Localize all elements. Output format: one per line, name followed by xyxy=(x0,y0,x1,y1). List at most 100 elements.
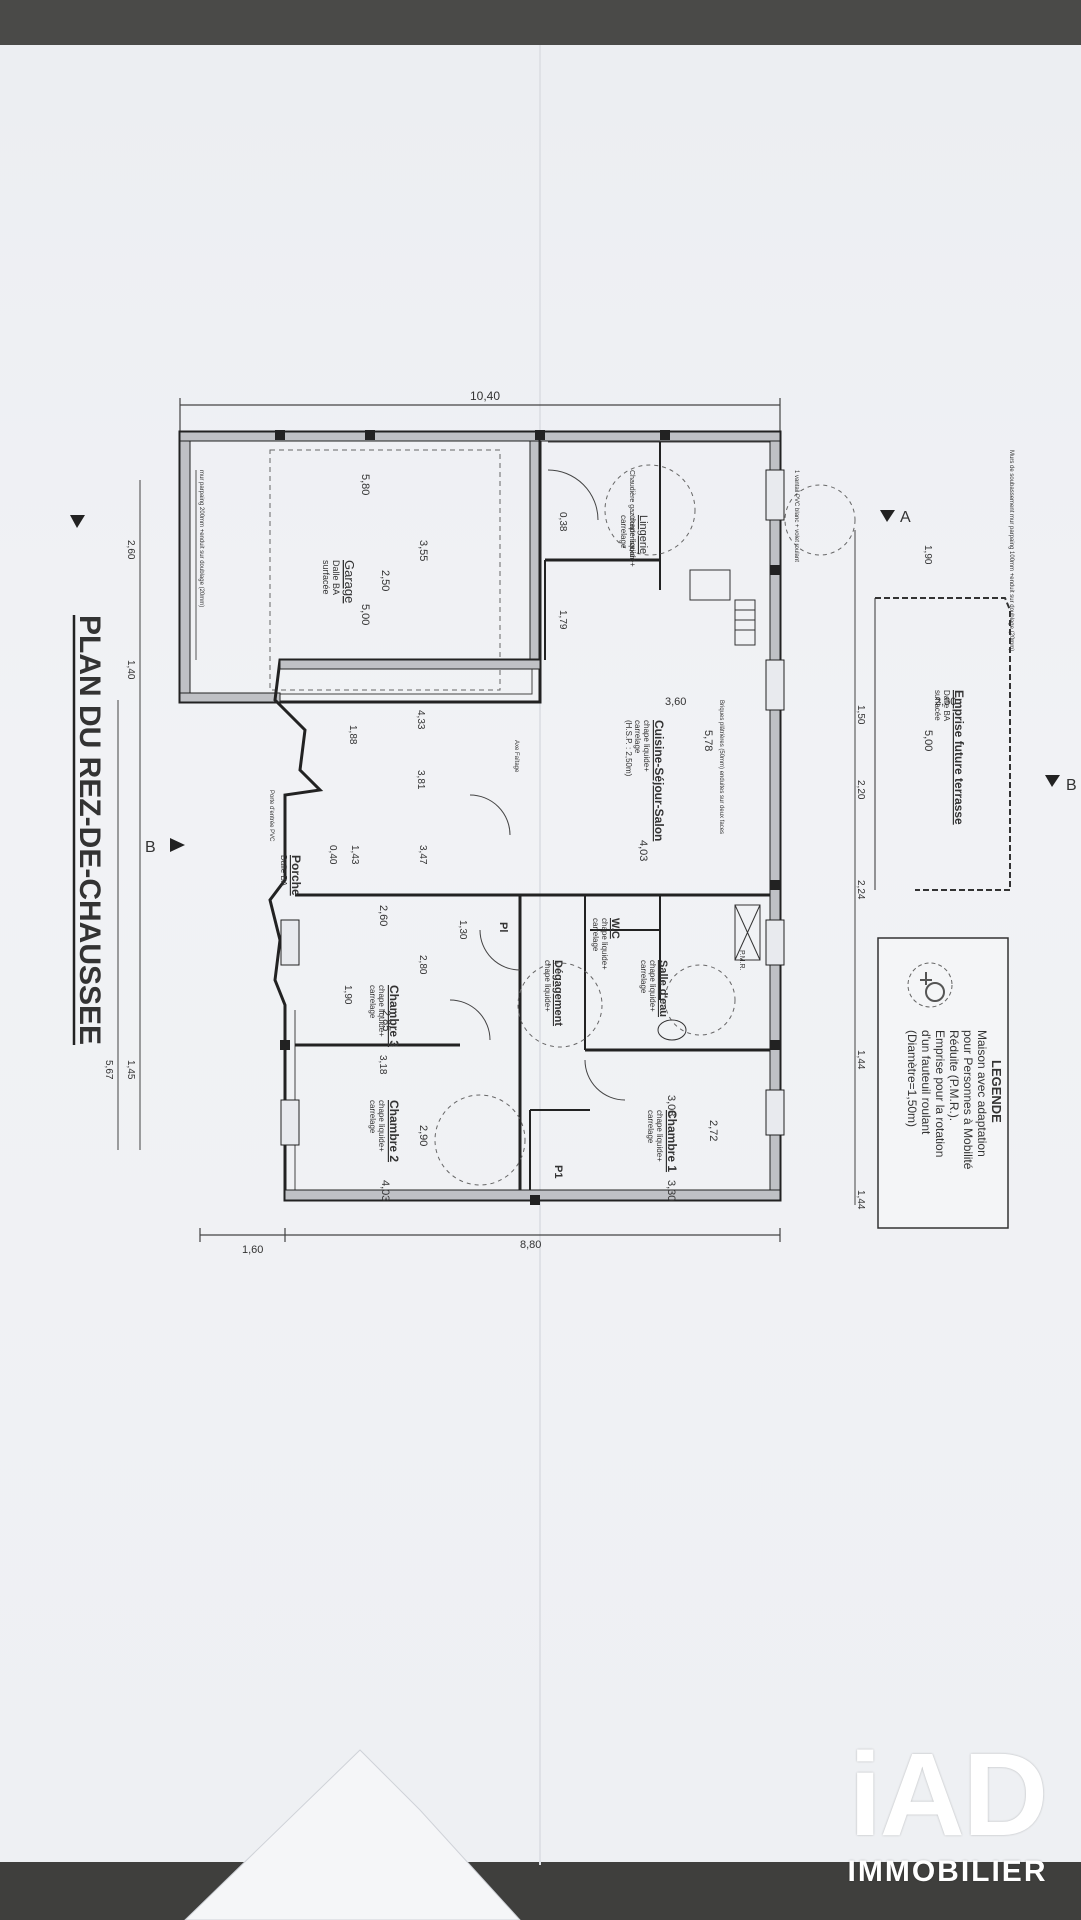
chambre2-floor: chape liquide+ xyxy=(377,1100,386,1152)
cuisine-height: (H.S.P. : 2,50m) xyxy=(624,720,633,777)
logo-sub-text: IMMOBILIER xyxy=(847,1855,1048,1888)
terrace-name: Emprise future terrasse xyxy=(952,690,966,825)
lingerie-name: Lingerie xyxy=(637,515,649,554)
garage-dim-a: 5,80 xyxy=(359,474,371,495)
legend-line-5: d'un fauteuil roulant xyxy=(919,1030,933,1135)
garage-finish: surfacée xyxy=(321,560,331,595)
dim-right-2: 2,20 xyxy=(855,780,866,800)
cuisine-finish: carrelage xyxy=(633,720,642,754)
terrace-finish: surfacée xyxy=(933,690,942,721)
wc-floor: chape liquide+ xyxy=(600,918,609,970)
interior-dimensions: 4,33 3,81 3,47 1,88 1,43 3,18 2,80 1,90 … xyxy=(327,512,568,1075)
dim-inner-5: 1,43 xyxy=(349,845,360,865)
dim-inner-8: 1,90 xyxy=(342,985,353,1005)
dim-inner-9: 1,30 xyxy=(457,920,468,940)
dim-inner-2: 3,81 xyxy=(415,770,426,790)
dim-left-2: 1,40 xyxy=(125,660,136,680)
dim-inner-7: 2,80 xyxy=(417,955,428,975)
chambre3-label-group: Chambre 3 chape liquide+ carrelage xyxy=(368,985,401,1047)
salle-eau-floor: chape liquide+ xyxy=(648,960,657,1012)
dim-right-5: 1,44 xyxy=(855,1190,866,1210)
note-mur-top: Murs de soubassement mur parpaing 100mm … xyxy=(1008,450,1014,651)
dim-right-4: 1,44 xyxy=(855,1050,866,1070)
logo-main-text: iAD xyxy=(848,1729,1048,1861)
background-top-band xyxy=(0,0,1081,50)
plan-title: PLAN DU REZ-DE-CHAUSSEE xyxy=(73,615,106,1045)
legend-line-1: Maison avec adaptation xyxy=(975,1030,989,1157)
dim-inner-11: 1,79 xyxy=(557,610,568,630)
garage-block xyxy=(178,430,542,704)
wc-label-group: W.C chape liquide+ carrelage xyxy=(591,918,621,970)
dim-inner-1: 4,33 xyxy=(415,710,426,730)
note-chaudiere: Chaudière gaz condensation xyxy=(628,470,635,559)
paper-corner-sheet xyxy=(184,1749,521,1920)
note-fenetre: 1 vantail PVC blanc + volet roulant xyxy=(793,470,799,562)
dim-bottom-left: 1,60 xyxy=(242,1244,263,1256)
north-mark-left xyxy=(70,515,85,528)
porche-name: Porche xyxy=(289,855,303,896)
lingerie-label-group: Lingerie chape liquide+ carrelage xyxy=(619,515,649,567)
legend-line-2: pour Personnes à Mobilité xyxy=(961,1030,975,1170)
chambre1-dim-c: 2,72 xyxy=(707,1120,719,1141)
dim-bottom-overall: 8,80 xyxy=(520,1239,541,1251)
salle-eau-finish: carrelage xyxy=(639,960,648,994)
chambre2-label-group: Chambre 2 chape liquide+ carrelage xyxy=(368,1100,401,1162)
legend-box xyxy=(877,937,1009,1229)
cuisine-label-group: Cuisine-Séjour-Salon chape liquide+ carr… xyxy=(624,720,666,841)
chambre2-dim-a: 4,03 xyxy=(379,1180,391,1201)
cuisine-floor: chape liquide+ xyxy=(642,720,651,772)
dim-right-6: 1,50 xyxy=(855,705,866,725)
note-axe: Axe Faîtage xyxy=(513,740,519,773)
chambre3-finish: carrelage xyxy=(368,985,377,1019)
chambre2-name: Chambre 2 xyxy=(387,1100,401,1162)
chambre1-name: Chambre 1 xyxy=(665,1110,679,1172)
note-mur-side: mur parpaing 200mm +enduit sur doublage … xyxy=(198,470,204,607)
terrace-dim-a: 5,00 xyxy=(922,730,934,751)
dim-inner-12: 0,38 xyxy=(557,512,568,532)
legend-line-3: Réduite (P.M.R.). xyxy=(947,1030,961,1121)
terrace-dim-b: 2,30 xyxy=(935,696,956,708)
section-mark-b-right: B xyxy=(1045,775,1077,794)
degagement-name: Dégagement xyxy=(552,960,564,1026)
section-a-label: A xyxy=(900,509,911,526)
salle-eau-name: Salle d'eau xyxy=(657,960,669,1017)
plan-title-group: PLAN DU REZ-DE-CHAUSSEE xyxy=(72,615,106,1045)
salle-eau-label-group: Salle d'eau chape liquide+ carrelage xyxy=(639,960,669,1017)
degagement-label-group: Dégagement chape liquide+ xyxy=(543,960,564,1026)
section-b-left-label: B xyxy=(145,839,156,856)
garage-dim-b: 5,00 xyxy=(359,604,371,625)
chambre2-finish: carrelage xyxy=(368,1100,377,1134)
garage-label-group: Garage Dalle BA surfacée xyxy=(321,560,357,603)
dim-inner-6: 3,18 xyxy=(377,1055,388,1075)
section-mark-b-left: B xyxy=(145,838,185,856)
note-porte: Porte d'entrée PVC xyxy=(268,790,274,842)
background-floor xyxy=(0,1862,1081,1920)
cuisine-dim-b: 4,03 xyxy=(637,840,649,861)
legend-title: LEGENDE xyxy=(989,1060,1004,1123)
terrace-outline xyxy=(874,597,1011,891)
garage-dim-d: 2,50 xyxy=(379,570,391,591)
dim-inner-4: 1,88 xyxy=(347,725,358,745)
terrace-floor: Dalle BA xyxy=(942,690,951,722)
legend-line-4: Emprise pour la rotation xyxy=(933,1030,947,1157)
lingerie-floor: chape liquide+ xyxy=(628,515,637,567)
legend-text-group: LEGENDE Maison avec adaptation pour Pers… xyxy=(905,1030,1004,1170)
wc-name: W.C xyxy=(609,918,621,939)
dimension-bottom xyxy=(199,1228,781,1242)
chambre1-label-group: Chambre 1 chape liquide+ carrelage xyxy=(646,1110,679,1172)
dim-left-3: 5,67 xyxy=(103,1060,114,1080)
garage-floor: Dalle BA xyxy=(331,560,341,595)
chambre3-floor: chape liquide+ xyxy=(377,985,386,1037)
chambre3-dim-a: 2,85 xyxy=(380,1010,392,1031)
degagement-floor: chape liquide+ xyxy=(543,960,552,1012)
chambre1-dim-a: 3,08 xyxy=(665,1095,677,1116)
dim-right-3: 2,24 xyxy=(855,880,866,900)
house-outline xyxy=(268,430,856,1205)
chambre1-floor: chape liquide+ xyxy=(655,1110,664,1162)
note-briques: Briques plâtrières (50mm) enduites sur d… xyxy=(718,700,724,834)
chambre1-finish: carrelage xyxy=(646,1110,655,1144)
dimension-left xyxy=(117,480,141,1150)
wc-finish: carrelage xyxy=(591,918,600,952)
chambre1-dim-b: 3,30 xyxy=(665,1180,677,1201)
